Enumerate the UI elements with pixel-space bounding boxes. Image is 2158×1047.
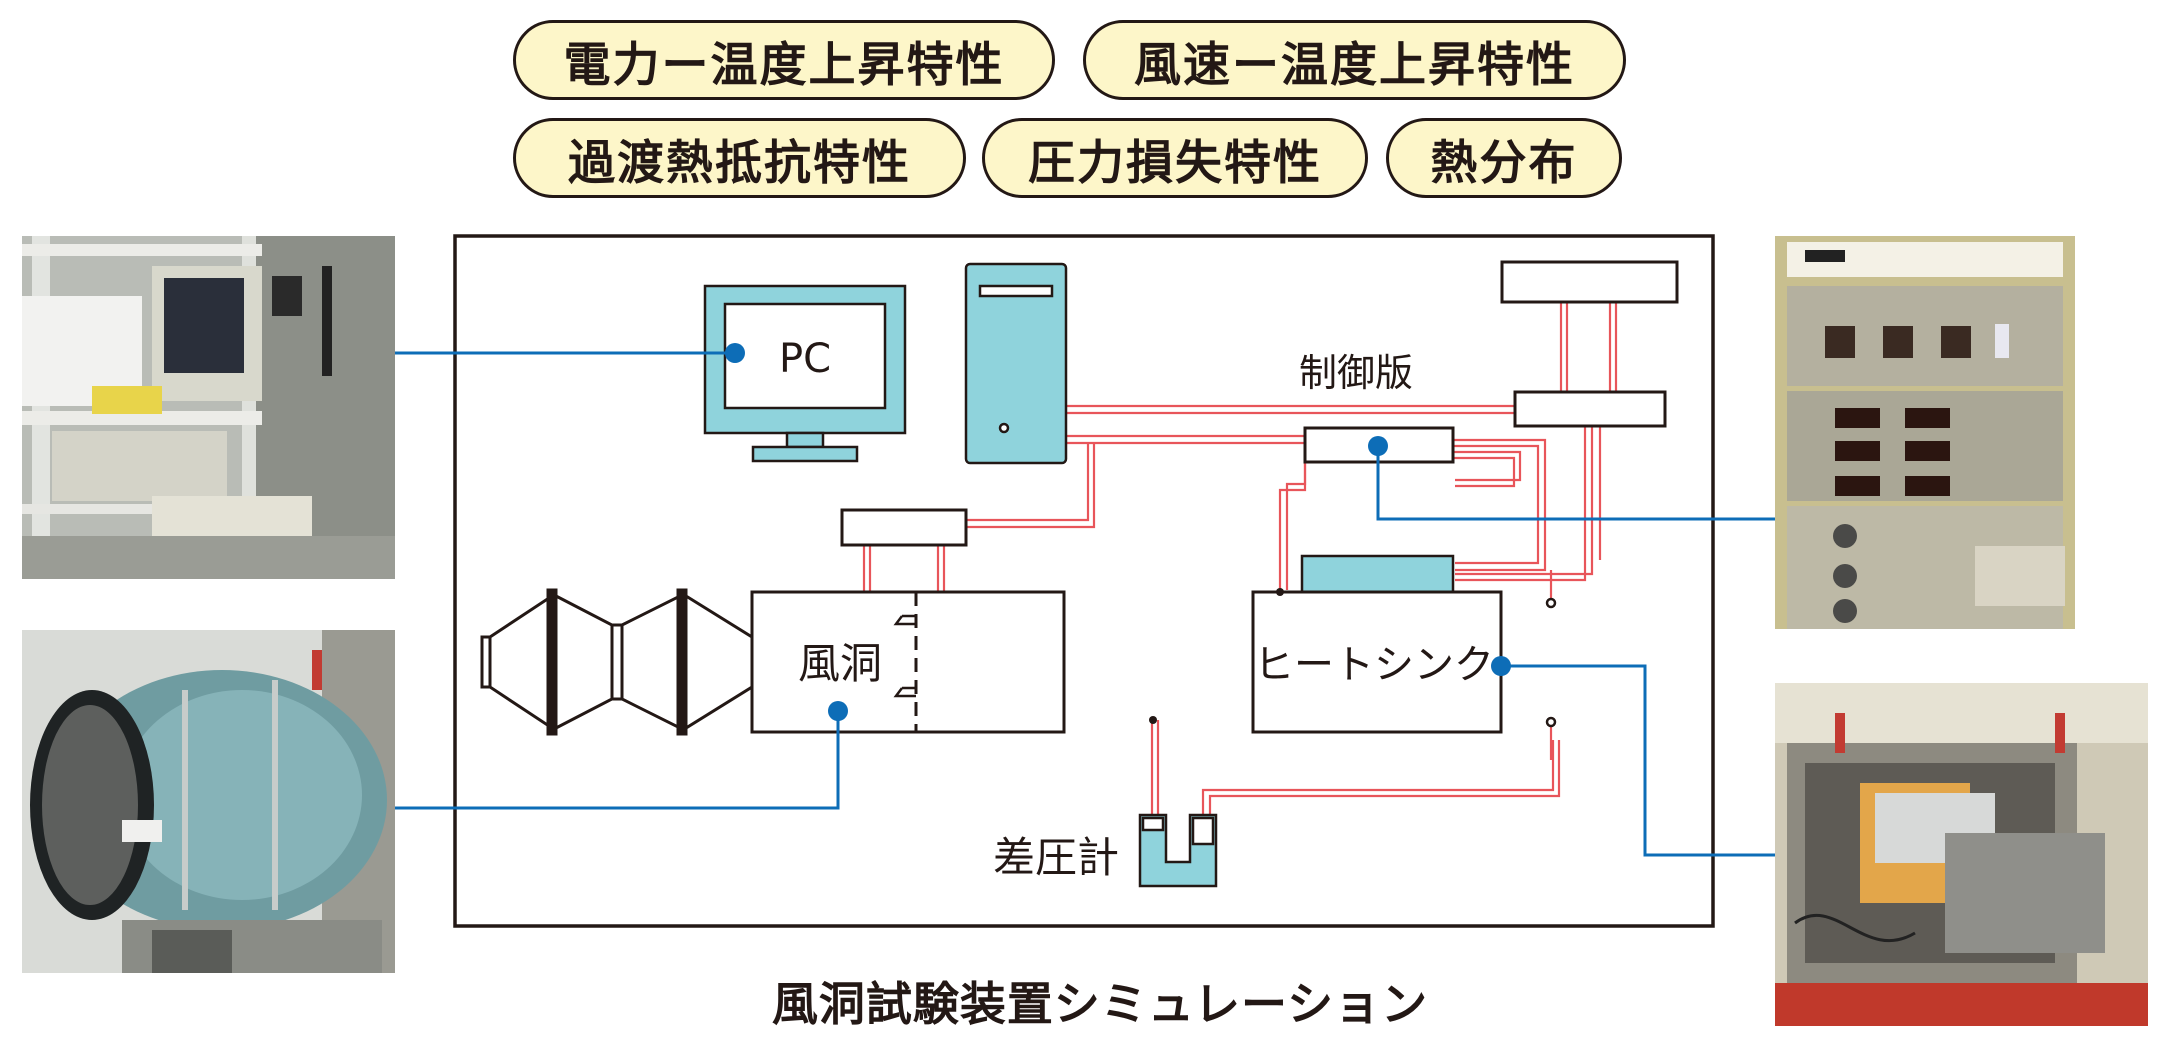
pc-monitor-icon: [703, 284, 907, 463]
pc-tower-icon: [964, 262, 1068, 465]
heatsink-box: [1251, 590, 1503, 734]
control-board-label: 制御版: [1299, 351, 1413, 395]
pc-label: PC: [779, 336, 831, 382]
control-board-connector-dot: [1368, 436, 1388, 456]
pc-connector-dot: [725, 343, 745, 363]
pill-heat-distribution: 熱分布: [1386, 118, 1622, 198]
wind-tunnel-label: 風洞: [798, 639, 882, 688]
wind-tunnel-fan-icon: [480, 588, 754, 736]
control-board-top-box: [1500, 260, 1679, 304]
pill-power-temperature: 電力ー温度上昇特性: [513, 20, 1055, 100]
photo-pc-workstation: [22, 236, 395, 579]
diagram-frame: [453, 234, 1715, 928]
photo-connectors: [395, 351, 1775, 857]
wiring-red: [862, 300, 1618, 818]
wind-tunnel-connector-dot: [828, 701, 848, 721]
pill-transient-thermal-resistance: 過渡熱抵抗特性: [513, 118, 966, 198]
photo-wind-tunnel-fan: [22, 630, 395, 973]
photo-heatsink-test-section: [1775, 683, 2148, 1026]
manometer-icon: [1138, 813, 1218, 888]
tunnel-sensor-box: [840, 508, 968, 547]
diagram-caption: 風洞試験装置シミュレーション: [771, 977, 1429, 1031]
heatsink-connector-dot: [1491, 656, 1511, 676]
pill-windspeed-temperature: 風速ー温度上昇特性: [1083, 20, 1626, 100]
heatsink-label: ヒートシンク: [1254, 642, 1494, 688]
photo-control-rack: [1775, 236, 2075, 629]
heatsink-fins: [1300, 554, 1455, 594]
pill-pressure-loss: 圧力損失特性: [982, 118, 1368, 198]
wind-tunnel-body: [750, 590, 1066, 734]
control-board-right-box: [1513, 390, 1667, 428]
manometer-label: 差圧計: [993, 833, 1119, 882]
